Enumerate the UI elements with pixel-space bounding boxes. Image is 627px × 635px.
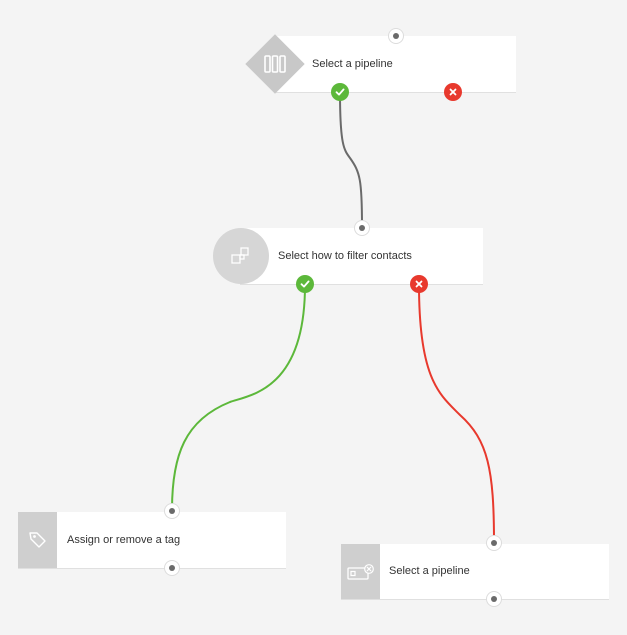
node-filter-contacts-no-port[interactable] <box>410 275 428 293</box>
link-filter-yes-to-tag <box>171 284 306 511</box>
tag-icon <box>28 532 46 548</box>
close-icon <box>415 280 423 288</box>
node-select-pipeline-top-yes-port[interactable] <box>331 83 349 101</box>
node-filter-contacts-badge <box>213 228 269 284</box>
filter-blocks-icon <box>231 247 249 264</box>
pipeline-remove-icon <box>346 563 374 580</box>
node-assign-tag-output-port[interactable] <box>165 561 179 575</box>
link-filter-no-to-pipeline <box>418 284 495 543</box>
link-pipeline-yes-to-filter <box>339 91 363 227</box>
node-select-pipeline-top-label: Select a pipeline <box>312 58 393 70</box>
node-filter-contacts-yes-port[interactable] <box>296 275 314 293</box>
node-filter-contacts-input-port[interactable] <box>355 221 369 235</box>
node-filter-contacts[interactable] <box>240 228 483 285</box>
checkmark-icon <box>300 280 310 288</box>
node-select-pipeline-top[interactable] <box>276 36 516 93</box>
node-filter-contacts-label: Select how to filter contacts <box>278 250 412 262</box>
pipeline-columns-icon <box>254 43 296 85</box>
node-select-pipeline-bottom-output-port[interactable] <box>487 592 501 606</box>
node-select-pipeline-bottom-input-port[interactable] <box>487 536 501 550</box>
node-assign-tag-label: Assign or remove a tag <box>67 534 181 546</box>
node-assign-tag-badge <box>18 512 57 568</box>
node-select-pipeline-bottom-label: Select a pipeline <box>389 565 470 577</box>
node-select-pipeline-top-input-port[interactable] <box>389 29 403 43</box>
node-assign-tag-input-port[interactable] <box>165 504 179 518</box>
node-select-pipeline-bottom[interactable] <box>341 544 609 600</box>
close-icon <box>449 88 457 96</box>
node-select-pipeline-top-no-port[interactable] <box>444 83 462 101</box>
node-assign-tag[interactable] <box>18 512 286 569</box>
checkmark-icon <box>335 88 345 96</box>
node-select-pipeline-bottom-badge <box>341 544 380 599</box>
